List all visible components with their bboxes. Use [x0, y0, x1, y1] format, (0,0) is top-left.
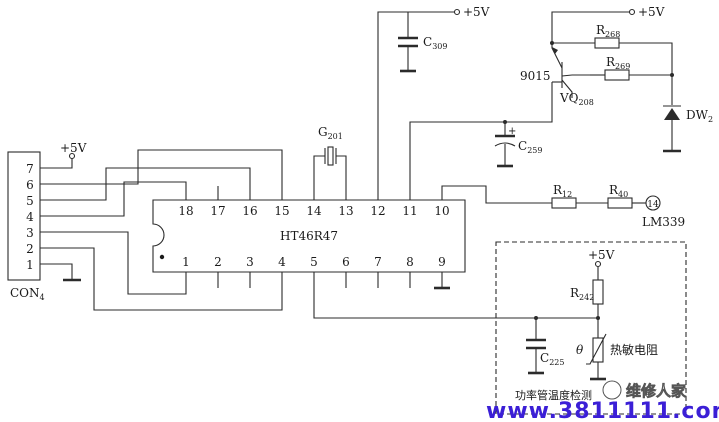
- ic-pin-6: 6: [342, 255, 350, 269]
- connector-pin-1: 1: [26, 258, 34, 272]
- c309-supply-label: +5V: [463, 5, 490, 19]
- ic-pin-3: 3: [246, 255, 254, 269]
- r40-label: R40: [609, 183, 628, 199]
- watermark-name: 维修人家: [626, 382, 686, 400]
- lm339-pin-number: 14: [647, 200, 659, 210]
- connector-pin-2: 2: [26, 242, 34, 256]
- connector-pin-6: 6: [26, 178, 34, 192]
- connector-pin-5: 5: [26, 194, 34, 208]
- connector-label: CON4: [10, 286, 45, 302]
- ic-top-pin-labels: 18 17 16 15 14 13 12 11 10: [178, 204, 449, 218]
- ic-name: HT46R47: [280, 229, 338, 243]
- ic-pin-11: 11: [402, 204, 417, 218]
- transistor-vq208: [550, 8, 636, 98]
- connector-pin-4: 4: [26, 210, 34, 224]
- ic-pin-9: 9: [438, 255, 446, 269]
- ic-pin-1: 1: [182, 255, 190, 269]
- watermark-logo-icon: [602, 380, 622, 400]
- ic-pin-13: 13: [338, 204, 353, 218]
- transistor-label: VQ208: [559, 91, 594, 107]
- con-supply-label: +5V: [60, 141, 87, 155]
- resistor-r269: [590, 69, 674, 81]
- ic-pin-8: 8: [406, 255, 414, 269]
- sensor-network: [313, 260, 607, 381]
- connector-wires: [40, 149, 283, 311]
- ic-pin-10: 10: [434, 204, 449, 218]
- lm339-label: LM339: [642, 215, 685, 229]
- r268-label: R268: [596, 23, 620, 39]
- ic-chip: HT46R47: [152, 199, 466, 273]
- zener-dw2: [663, 105, 681, 153]
- ic-pin-12: 12: [370, 204, 385, 218]
- transistor-supply-label: +5V: [638, 5, 665, 19]
- ic-pin-14: 14: [306, 204, 322, 218]
- c259-label: C259: [518, 139, 542, 155]
- pin11-network: +: [409, 82, 553, 200]
- theta-symbol: θ: [576, 343, 584, 357]
- sensor-box-label: 功率管温度检测: [515, 388, 592, 402]
- capacitor-c309: [377, 8, 461, 200]
- ic-pin-7: 7: [374, 255, 382, 269]
- ic-pin-stubs: [217, 186, 411, 288]
- ic-pin-2: 2: [214, 255, 222, 269]
- dw2-label: DW2: [686, 108, 713, 124]
- c309-label: C309: [423, 35, 447, 51]
- ic-pin-16: 16: [242, 204, 257, 218]
- connector-pin-3: 3: [26, 226, 34, 240]
- c225-label: C225: [540, 351, 564, 367]
- watermark-url: www.3811111.com: [486, 399, 719, 422]
- connector-pin-labels: 7 6 5 4 3 2 1: [26, 162, 34, 272]
- pin10-network: 14: [441, 185, 661, 211]
- connector-pin-7: 7: [26, 162, 34, 176]
- ic-pin-5: 5: [310, 255, 318, 269]
- r242-label: R242: [570, 286, 594, 302]
- sensor-box: [495, 241, 687, 415]
- ic-bottom-pin-labels: 1 2 3 4 5 6 7 8 9: [182, 255, 446, 269]
- ic-pin9-ground: [434, 272, 450, 290]
- svg-text:+: +: [508, 126, 516, 137]
- crystal-label: G201: [318, 125, 343, 141]
- crystal-g201: [313, 146, 347, 200]
- thermistor-label: 热敏电阻: [610, 342, 658, 357]
- sensor-supply-label: +5V: [588, 248, 615, 262]
- ic-pin-4: 4: [278, 255, 286, 269]
- transistor-part-label: 9015: [520, 69, 551, 83]
- r269-label: R269: [606, 55, 630, 71]
- connector-body: [7, 151, 41, 281]
- ic-pin-17: 17: [210, 204, 225, 218]
- resistor-r268: [552, 37, 673, 105]
- r12-label: R12: [553, 183, 572, 199]
- watermark: 维修人家 www.3811111.com: [486, 380, 719, 422]
- ic-pin-18: 18: [178, 204, 193, 218]
- ic-pin-15: 15: [274, 204, 289, 218]
